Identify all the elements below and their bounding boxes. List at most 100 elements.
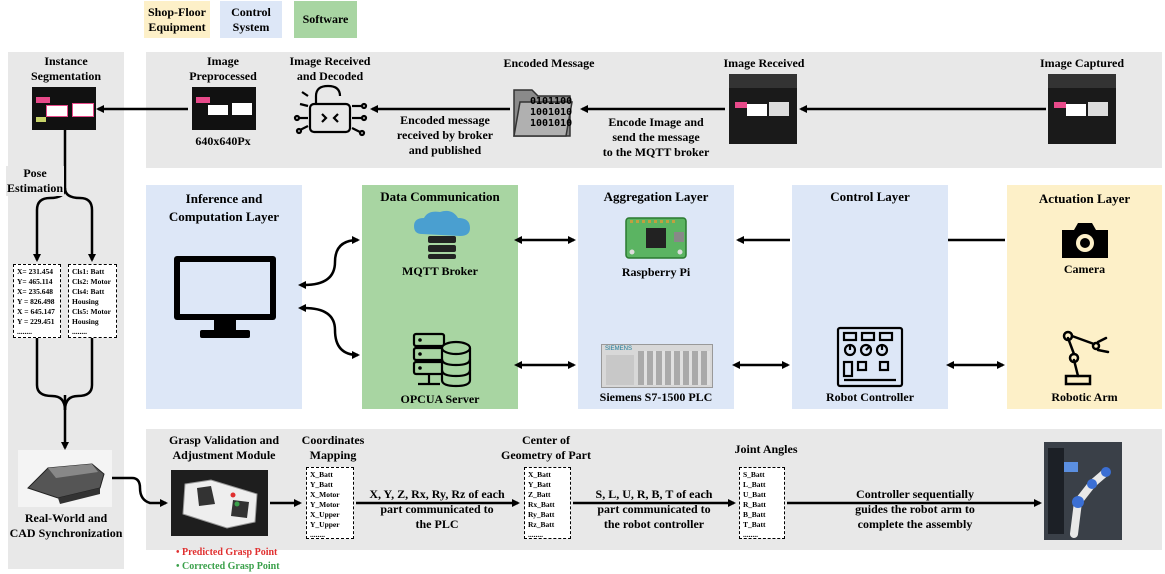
ja-5: T_Batt	[743, 520, 766, 529]
legend-control-system: Control System	[220, 1, 282, 38]
cg-5: Rz_Batt	[528, 520, 555, 529]
slurbt-line3: the robot controller	[603, 517, 705, 531]
ja-1: L_Batt	[743, 480, 766, 489]
xyz-line1: X, Y, Z, Rx, Ry, Rz of each	[369, 487, 505, 501]
legend-shop-floor-line2: Equipment	[148, 19, 206, 34]
raspberry-pi-label: Raspberry Pi	[621, 265, 691, 279]
unlock-network-icon	[293, 84, 368, 137]
image-received-thumb	[729, 74, 797, 144]
binary-line-3: 1001010	[530, 118, 573, 129]
grasp-line2: Adjustment Module	[172, 448, 276, 462]
coord-2: X= 235.648	[17, 287, 53, 296]
img-rec-dec-line1: Image Received	[289, 54, 371, 68]
camera-icon	[1062, 223, 1108, 258]
legend-control-line2: System	[232, 19, 270, 34]
class-6: ........	[72, 327, 87, 336]
coord-6: ........	[17, 327, 32, 336]
binary-folder-icon	[513, 89, 573, 137]
predicted-grasp-legend: • Predicted Grasp Point	[176, 547, 278, 558]
class-2: Cls4: Batt	[72, 287, 105, 296]
controller-line3: complete the assembly	[857, 517, 973, 531]
center-geom-line1: Center of	[521, 433, 571, 447]
instance-seg-line2: Segmentation	[31, 69, 101, 83]
robot-controller-label: Robot Controller	[825, 390, 915, 404]
cm-2: X_Motor	[310, 490, 340, 499]
robotic-arm-icon	[1062, 330, 1110, 386]
raspberry-pi-icon	[625, 217, 687, 259]
coord-1: Y= 465.114	[17, 277, 53, 286]
cm-0: X_Batt	[310, 470, 333, 479]
class-3: Housing	[72, 297, 99, 306]
image-preprocessed-title: Image Preprocessed	[180, 54, 266, 84]
inference-title: Inference and Computation Layer	[146, 190, 302, 226]
pose-estimation-label: Pose Estimation	[6, 166, 64, 196]
encoded-message-title: Encoded Message	[503, 56, 595, 70]
robotic-arm-label: Robotic Arm	[1051, 390, 1118, 404]
broker-line1: Encoded message	[400, 113, 490, 127]
corrected-grasp-legend: • Corrected Grasp Point	[176, 561, 280, 572]
cg-2: Z_Batt	[528, 490, 551, 499]
ja-2: U_Batt	[743, 490, 766, 499]
class-0: Cls1: Batt	[72, 267, 105, 276]
broker-line3: and published	[408, 143, 482, 157]
cloud-server-icon	[414, 210, 470, 259]
robot-photo	[1044, 442, 1122, 540]
image-size-label: 640x640Px	[195, 134, 251, 148]
coord-mapping-box: X_Batt Y_Batt X_Motor Y_Motor X_Upper Y_…	[306, 467, 354, 539]
encode-line3: to the MQTT broker	[602, 145, 710, 159]
legend-software: Software	[294, 1, 357, 38]
cg-6: ........	[528, 530, 543, 539]
center-geom-line2: Geometry of Part	[501, 448, 591, 462]
xyz-line3: the PLC	[415, 517, 459, 531]
pose-line2: Estimation	[6, 181, 63, 195]
opcua-server-label: OPCUA Server	[400, 392, 480, 406]
robot-controller-icon	[836, 326, 904, 388]
siemens-plc-image: SIEMENS	[601, 344, 713, 388]
actuation-title: Actuation Layer	[1038, 191, 1131, 206]
coord-4: X = 645.147	[17, 307, 55, 316]
inference-line2: Computation Layer	[168, 209, 280, 224]
pose-line1: Pose	[23, 166, 47, 180]
grasp-line1: Grasp Validation and	[168, 433, 280, 447]
cm-6: ........	[310, 530, 325, 539]
binary-line-2: 1001010	[530, 107, 573, 118]
cm-3: Y_Motor	[310, 500, 340, 509]
instance-segmentation-image	[32, 87, 96, 130]
legend-control-line1: Control	[231, 4, 271, 19]
slurbt-line1: S, L, U, R, B, T of each	[595, 487, 713, 501]
actuation-panel	[1007, 185, 1162, 409]
camera-label: Camera	[1063, 262, 1106, 276]
class-5: Housing	[72, 317, 99, 326]
center-geometry-title: Center of Geometry of Part	[496, 433, 596, 463]
img-rec-dec-line2: and Decoded	[296, 69, 364, 83]
siemens-plc-label: Siemens S7-1500 PLC	[599, 390, 713, 404]
binary-text: 0101100 1001010 1001010	[530, 96, 572, 129]
xyz-text: X, Y, Z, Rx, Ry, Rz of each part communi…	[358, 487, 516, 532]
xyz-line2: part communicated to	[380, 502, 494, 516]
controller-line1: Controller sequentially	[856, 487, 974, 501]
joint-angles-box: S_Batt L_Batt U_Batt R_Batt B_Batt T_Bat…	[739, 467, 785, 539]
broker-text: Encoded message received by broker and p…	[386, 113, 504, 158]
inference-line1: Inference and	[185, 191, 263, 206]
cad-model-image	[18, 450, 112, 507]
encode-line1: Encode Image and	[608, 115, 704, 129]
encode-line2: send the message	[612, 130, 700, 144]
aggregation-title: Aggregation Layer	[603, 189, 709, 204]
real-world-line1: Real-World and	[24, 511, 108, 525]
cg-1: Y_Batt	[528, 480, 551, 489]
image-received-decoded-title: Image Received and Decoded	[283, 54, 377, 84]
instance-seg-line1: Instance	[44, 54, 88, 68]
coord-3: Y = 826.498	[17, 297, 55, 306]
legend-software-label: Software	[302, 12, 349, 26]
cm-1: Y_Batt	[310, 480, 333, 489]
control-layer-title: Control Layer	[830, 189, 910, 204]
img-prep-line1: Image	[207, 54, 239, 68]
ja-6: ........	[743, 530, 758, 539]
center-geometry-box: X_Batt Y_Batt Z_Batt Rx_Batt Ry_Batt Rz_…	[524, 467, 571, 539]
class-4: Cls5: Motor	[72, 307, 111, 316]
instance-segmentation-title: Instance Segmentation	[8, 54, 124, 84]
img-prep-line2: Preprocessed	[189, 69, 257, 83]
legend-shop-floor-line1: Shop-Floor	[147, 4, 206, 19]
ja-3: R_Batt	[743, 500, 766, 509]
